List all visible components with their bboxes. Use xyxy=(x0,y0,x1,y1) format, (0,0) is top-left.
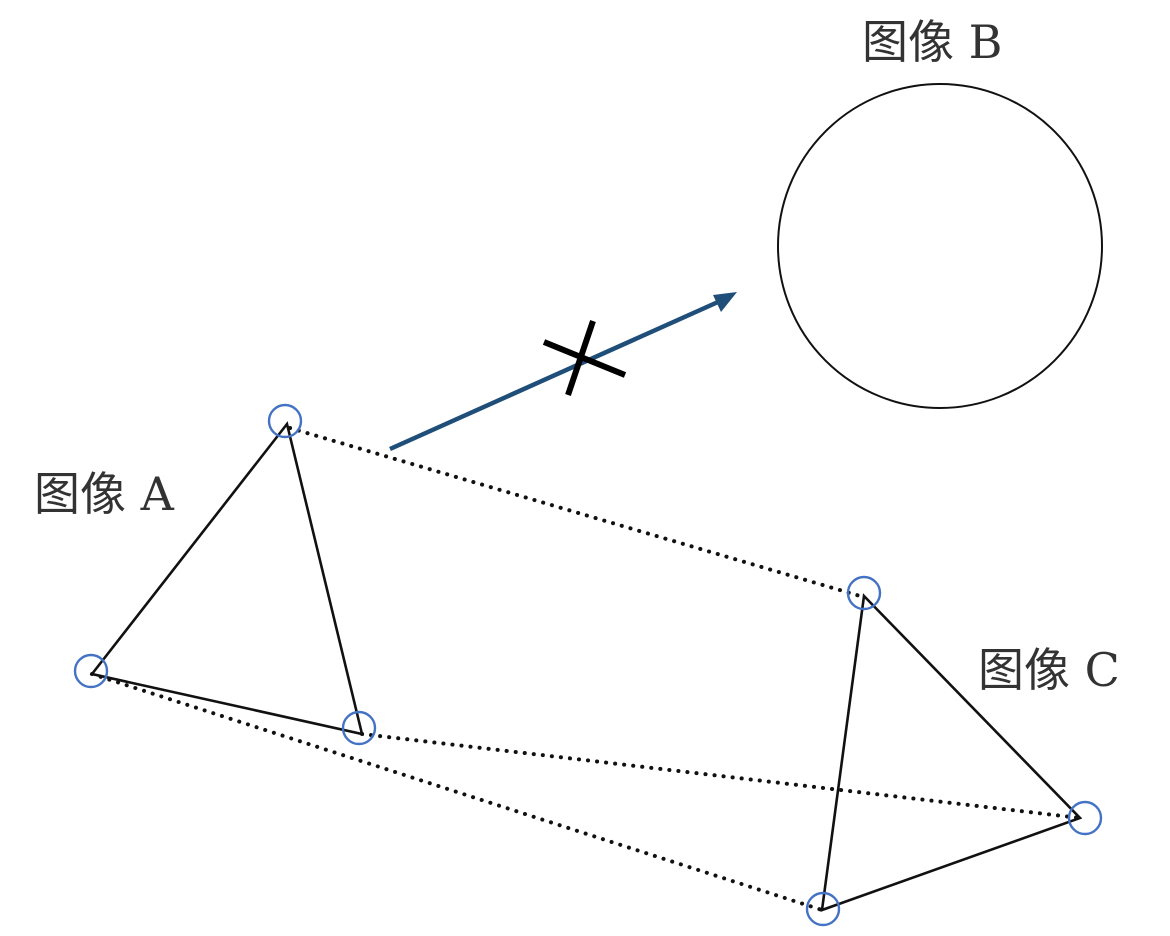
arrow-shaft xyxy=(389,299,719,452)
label-image-a: 图像 A xyxy=(34,467,175,521)
blocked-arrow xyxy=(389,292,737,452)
cross-icon xyxy=(542,320,627,396)
correspondence-line-bottom xyxy=(90,672,824,912)
arrow-head-icon xyxy=(713,292,737,312)
image-c-keypoint-bottom xyxy=(805,891,841,927)
image-c-keypoint-top xyxy=(846,575,882,611)
correspondence-lines xyxy=(90,426,1082,912)
image-c-triangle xyxy=(805,575,1103,927)
image-a-keypoint-right xyxy=(341,710,377,746)
image-a-keypoint-top xyxy=(267,403,303,439)
image-c-keypoint-right xyxy=(1067,800,1103,836)
image-a-triangle xyxy=(73,403,377,746)
correspondence-line-middle xyxy=(360,732,1082,820)
image-a-triangle-outline xyxy=(89,421,364,736)
label-image-b: 图像 B xyxy=(862,15,1002,69)
image-b-circle xyxy=(777,83,1103,409)
image-c-triangle-outline xyxy=(820,593,1083,912)
image-a-keypoint-left xyxy=(73,653,109,689)
correspondence-line-top xyxy=(288,426,862,598)
label-image-c: 图像 C xyxy=(978,643,1120,697)
